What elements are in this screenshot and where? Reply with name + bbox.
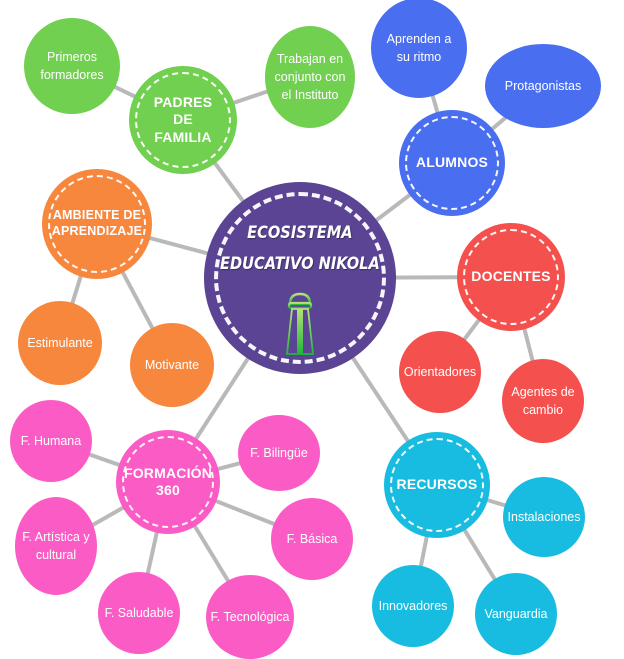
leaf-node-label: F. Básica	[286, 531, 338, 546]
leaf-node-label: Agentes de cambio	[511, 384, 575, 417]
leaf-node-f-básica[interactable]: F. Básica	[271, 498, 353, 580]
central-node-title: ECOSISTEMA EDUCATIVO NIKOLA	[220, 222, 380, 274]
leaf-node-label: F. Saludable	[104, 605, 174, 620]
leaf-node-label: Orientadores	[403, 364, 477, 379]
hub-node-ambiente[interactable]: AMBIENTE DE APRENDIZAJE	[42, 169, 152, 279]
leaf-node-orientadores[interactable]: Orientadores	[399, 331, 481, 413]
leaf-node-label: F. Artística y cultural	[22, 529, 90, 562]
hub-node-label: PADRES DE FAMILIA	[153, 93, 213, 145]
leaf-node-primeros-formadores[interactable]: Primeros formadores	[24, 18, 120, 114]
leaf-node-label: F. Bilingüe	[250, 445, 308, 460]
hub-node-label: DOCENTES	[471, 268, 551, 285]
leaf-node-trabajan-en-conjunto-con-el-instituto[interactable]: Trabajan en conjunto con el Instituto	[265, 26, 355, 128]
hub-node-label: ALUMNOS	[415, 154, 489, 171]
leaf-node-label: Instalaciones	[507, 509, 581, 524]
leaf-node-f-humana[interactable]: F. Humana	[10, 400, 92, 482]
hub-node-recursos[interactable]: RECURSOS	[384, 432, 490, 538]
leaf-node-agentes-de-cambio[interactable]: Agentes de cambio	[502, 359, 584, 443]
hub-node-label: RECURSOS	[396, 476, 478, 493]
hub-node-padres[interactable]: PADRES DE FAMILIA	[129, 66, 237, 174]
leaf-node-label: Primeros formadores	[40, 49, 104, 82]
leaf-node-f-tecnológica[interactable]: F. Tecnológica	[206, 575, 294, 659]
central-node-ecosistema-educativo-nikola[interactable]: ECOSISTEMA EDUCATIVO NIKOLA	[204, 182, 396, 374]
leaf-node-f-bilingüe[interactable]: F. Bilingüe	[238, 415, 320, 491]
leaf-node-label: F. Tecnológica	[210, 609, 290, 624]
leaf-node-estimulante[interactable]: Estimulante	[18, 301, 102, 385]
leaf-node-motivante[interactable]: Motivante	[130, 323, 214, 407]
leaf-node-protagonistas[interactable]: Protagonistas	[485, 44, 601, 128]
leaf-node-label: Protagonistas	[504, 78, 582, 93]
leaf-node-label: Aprenden a su ritmo	[386, 31, 452, 64]
leaf-node-label: Motivante	[144, 357, 200, 372]
nikola-tower-logo-icon	[285, 292, 315, 355]
leaf-node-f-saludable[interactable]: F. Saludable	[98, 572, 180, 654]
leaf-node-label: F. Humana	[20, 433, 82, 448]
hub-node-formacion[interactable]: FORMACIÓN 360	[116, 430, 220, 534]
hub-node-alumnos[interactable]: ALUMNOS	[399, 110, 505, 216]
hub-node-docentes[interactable]: DOCENTES	[457, 223, 565, 331]
leaf-node-label: Vanguardia	[484, 606, 548, 621]
leaf-node-vanguardia[interactable]: Vanguardia	[475, 573, 557, 655]
leaf-node-label: Estimulante	[27, 335, 93, 350]
leaf-node-instalaciones[interactable]: Instalaciones	[503, 477, 585, 557]
hub-node-label: AMBIENTE DE APRENDIZAJE	[51, 208, 143, 238]
leaf-node-f-artística-y-cultural[interactable]: F. Artística y cultural	[15, 497, 97, 595]
leaf-node-aprenden-a-su-ritmo[interactable]: Aprenden a su ritmo	[371, 0, 467, 98]
leaf-node-innovadores[interactable]: Innovadores	[372, 565, 454, 647]
leaf-node-label: Innovadores	[378, 598, 448, 613]
hub-node-label: FORMACIÓN 360	[123, 464, 213, 499]
leaf-node-label: Trabajan en conjunto con el Instituto	[274, 51, 346, 103]
